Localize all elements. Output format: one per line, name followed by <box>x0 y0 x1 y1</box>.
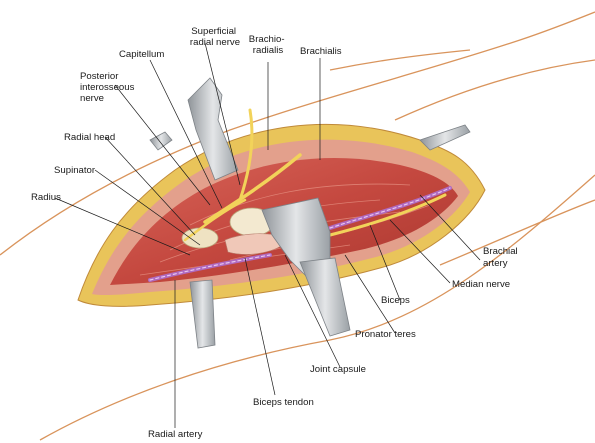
bone-structures <box>181 207 291 255</box>
retractors <box>149 77 471 349</box>
label-pin-line3: nerve <box>80 93 104 104</box>
label-brachialis: Brachialis <box>300 46 342 57</box>
retractor-handle <box>299 257 351 337</box>
labels: Superficial radial nerve Capitellum Brac… <box>31 26 520 440</box>
retractor-bottom <box>189 279 216 349</box>
superficial-radial-nerve-path <box>238 108 254 202</box>
label-brachioradialis-line2: radialis <box>253 45 284 56</box>
median-nerve-path <box>328 193 447 237</box>
retractor-blade-right <box>419 124 471 151</box>
label-joint-capsule: Joint capsule <box>310 364 366 375</box>
label-pin-line1: Posterior <box>80 71 119 82</box>
label-pronator-teres: Pronator teres <box>355 329 416 340</box>
label-superficial-radial-nerve: Superficial radial nerve <box>190 26 240 48</box>
label-biceps: Biceps <box>381 295 410 306</box>
label-radial-head: Radial head <box>64 132 115 143</box>
radial-nerve-path <box>203 153 302 224</box>
label-supinator: Supinator <box>54 165 96 176</box>
label-posterior-interosseous-nerve: Posterior interosseous nerve <box>80 71 137 104</box>
posterior-interosseous-nerve-path <box>183 198 247 242</box>
label-median-nerve: Median nerve <box>452 279 510 290</box>
leader-lines <box>54 42 481 428</box>
label-brachial-artery: Brachial artery <box>483 246 520 269</box>
label-superficial-radial-nerve-line2: radial nerve <box>190 37 240 48</box>
label-radius: Radius <box>31 192 61 203</box>
label-capitellum: Capitellum <box>119 49 164 60</box>
label-radial-artery: Radial artery <box>148 429 203 440</box>
retractor-blade-left <box>149 131 173 151</box>
label-pin-line2: interosseous <box>80 82 135 93</box>
label-superficial-radial-nerve-line1: Superficial <box>191 26 236 37</box>
arm-outline <box>0 11 595 441</box>
retractor-top <box>187 77 239 181</box>
label-biceps-tendon: Biceps tendon <box>253 397 314 408</box>
label-brachioradialis: Brachio- radialis <box>249 34 287 56</box>
label-brachial-artery-line1: Brachial <box>483 246 518 257</box>
label-brachioradialis-line1: Brachio- <box>249 34 285 45</box>
nerves <box>183 108 447 242</box>
label-brachial-artery-line2: artery <box>483 258 508 269</box>
arteries <box>148 186 452 282</box>
